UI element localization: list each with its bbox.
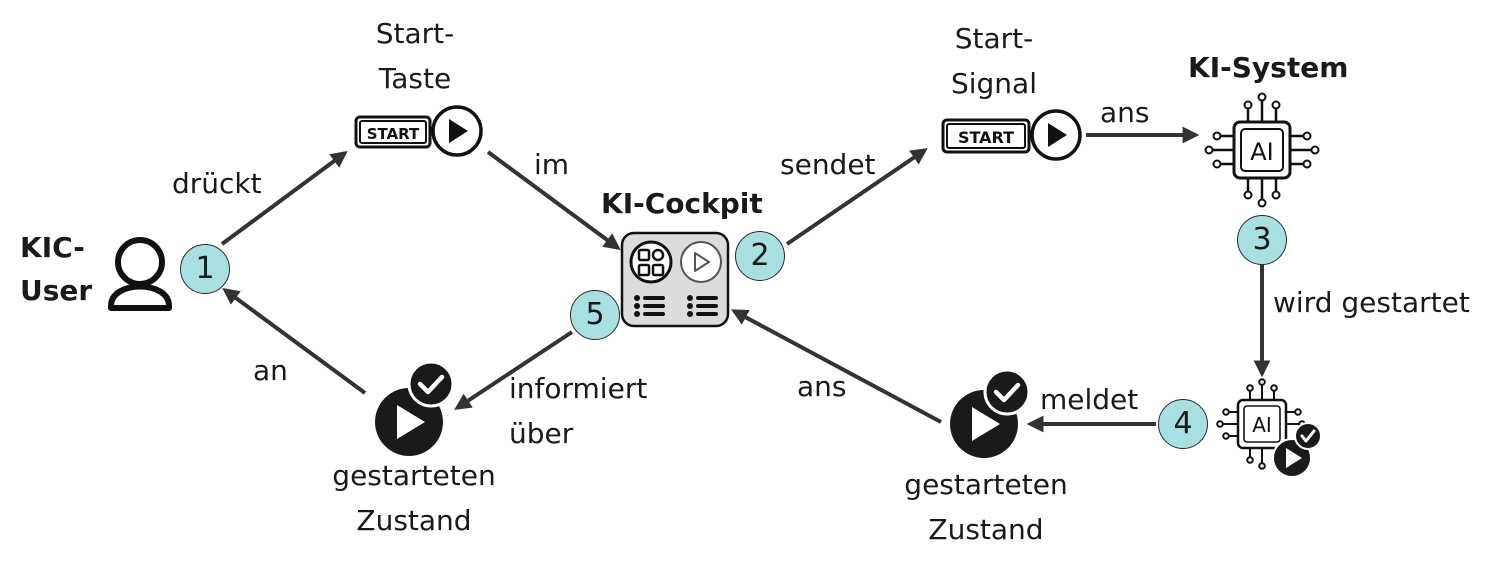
step-3-badge: 3 xyxy=(1237,215,1287,265)
ai-chip-icon: AI xyxy=(1204,92,1320,208)
ai-running-icon: AI xyxy=(1216,378,1322,478)
arrow-user-to-start-button xyxy=(220,151,348,246)
svg-text:AI: AI xyxy=(1252,413,1272,437)
arrow-cockpit-to-state-left xyxy=(454,330,574,410)
start-button-icon: START xyxy=(354,105,483,157)
svg-text:AI: AI xyxy=(1250,138,1274,166)
edge-label-im: im xyxy=(534,148,570,181)
edge-label-sendet: sendet xyxy=(780,148,876,181)
step-1-badge: 1 xyxy=(180,244,230,294)
cockpit-label: KI-Cockpit xyxy=(601,187,763,220)
start-badge-text: START xyxy=(367,125,420,143)
user-icon xyxy=(108,237,172,311)
arrow-start-button-to-cockpit xyxy=(486,150,621,250)
arrow-cockpit-to-start-signal xyxy=(785,148,928,246)
svg-text:START: START xyxy=(958,128,1014,147)
edge-label-ans-top: ans xyxy=(1100,96,1150,129)
edge-label-meldet: meldet xyxy=(1040,383,1139,416)
start-signal-label: Start- Signal xyxy=(950,22,1037,101)
step-4-badge: 4 xyxy=(1158,399,1208,449)
edge-label-ans-bottom: ans xyxy=(797,370,847,403)
state-left-label: gestarteten Zustand xyxy=(332,459,496,538)
start-signal-icon: START xyxy=(941,109,1082,161)
step-5-badge: 5 xyxy=(570,290,620,340)
state-right-label: gestarteten Zustand xyxy=(904,468,1068,547)
arrow-state-right-to-cockpit xyxy=(731,309,942,424)
cockpit-icon xyxy=(620,231,730,328)
edge-label-drueckt: drückt xyxy=(172,167,262,200)
system-label: KI-System xyxy=(1188,51,1349,84)
edge-label-wird-gestartet: wird gestartet xyxy=(1273,286,1470,319)
arrow-state-left-to-user xyxy=(222,288,367,395)
step-2-badge: 2 xyxy=(735,231,785,281)
edge-label-informiert-ueber: informiert über xyxy=(509,372,648,451)
started-state-icon-left xyxy=(375,360,455,456)
started-state-icon-right xyxy=(950,368,1031,458)
user-label: KIC- User xyxy=(20,231,93,308)
start-button-label: Start- Taste xyxy=(375,17,455,96)
edge-label-an: an xyxy=(253,354,288,387)
